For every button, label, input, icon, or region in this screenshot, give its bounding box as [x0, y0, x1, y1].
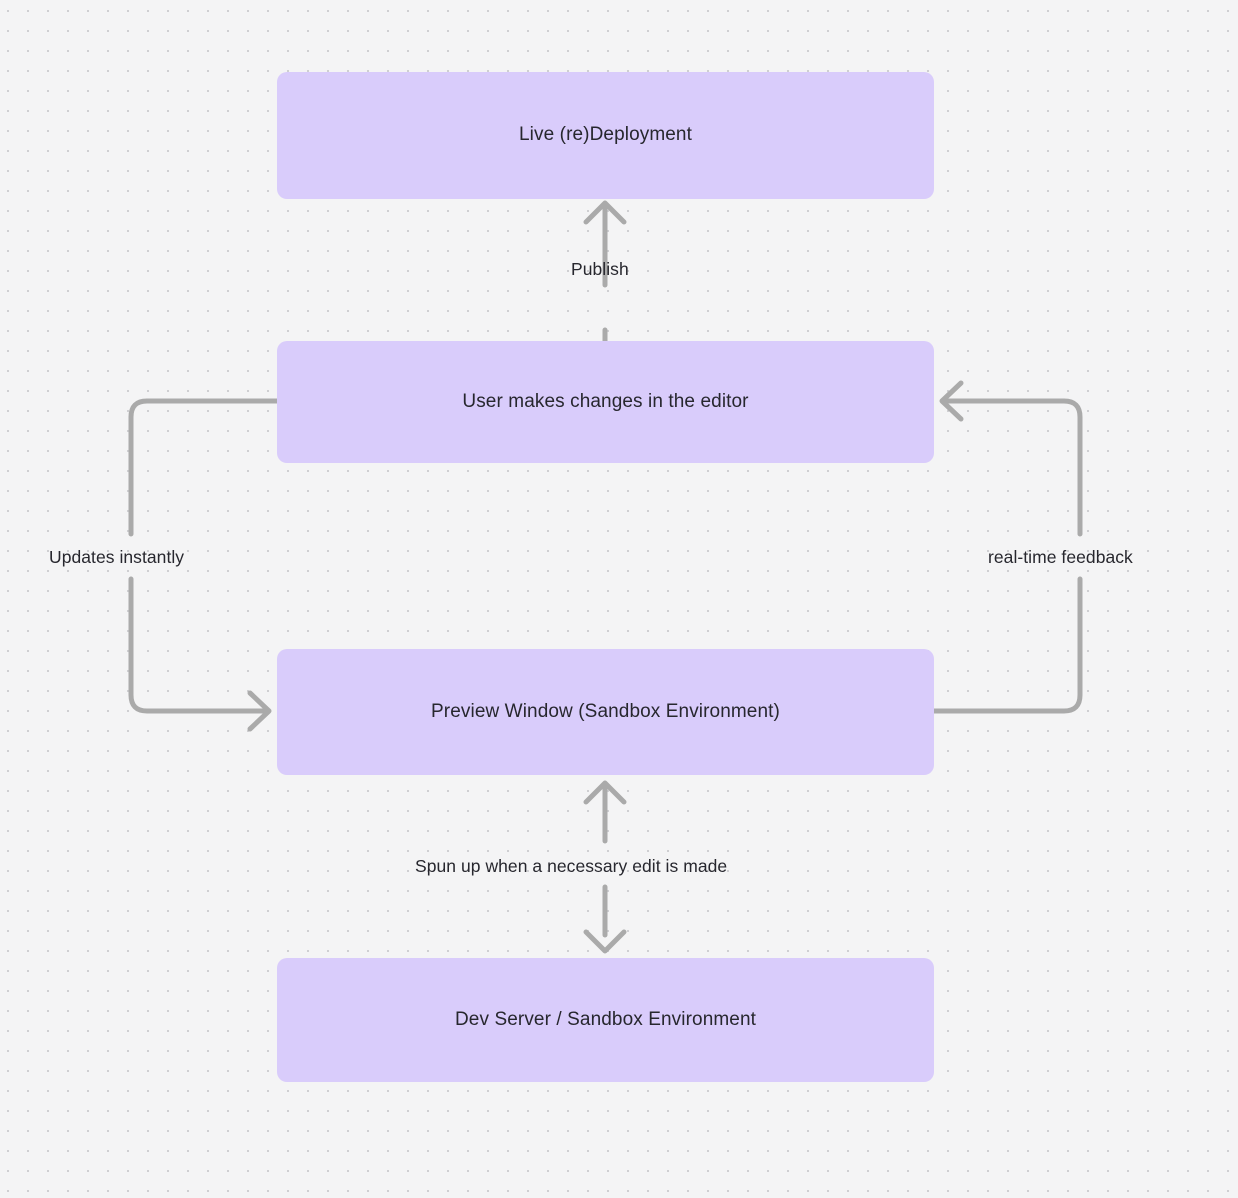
edge-label-updates-instantly: Updates instantly [49, 547, 185, 567]
arrowhead-up-icon [583, 780, 627, 805]
node-label: Dev Server / Sandbox Environment [454, 1008, 756, 1030]
node-dev-server[interactable]: Dev Server / Sandbox Environment [277, 958, 934, 1082]
edge-label-real-time-feedback: real-time feedback [988, 547, 1133, 567]
node-label: Live (re)Deployment [519, 124, 692, 146]
node-user-makes-changes[interactable]: User makes changes in the editor [277, 341, 934, 463]
node-preview-window[interactable]: Preview Window (Sandbox Environment) [277, 649, 934, 775]
arrowhead-right-icon [247, 690, 272, 732]
arrowhead-down-icon [583, 929, 627, 954]
arrowhead-left-icon [939, 380, 964, 422]
node-live-redeployment[interactable]: Live (re)Deployment [277, 72, 934, 199]
node-label: Preview Window (Sandbox Environment) [431, 700, 780, 722]
node-label: User makes changes in the editor [462, 390, 749, 412]
edge-label-publish: Publish [571, 259, 629, 279]
arrowhead-up-icon [583, 200, 627, 225]
edge-label-spun-up: Spun up when a necessary edit is made [415, 856, 728, 876]
